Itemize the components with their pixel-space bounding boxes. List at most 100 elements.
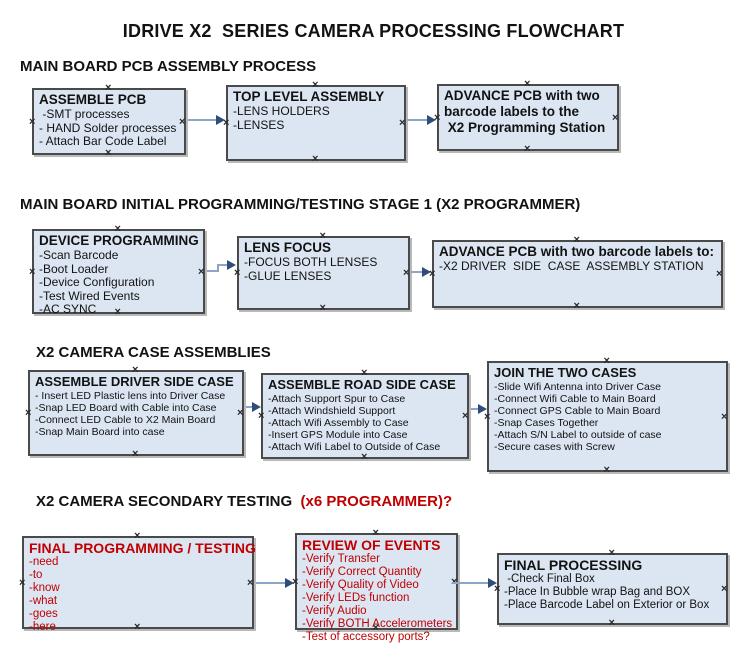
- box-item: -Boot Loader: [39, 261, 109, 276]
- box-items: - Insert LED Plastic lens into Driver Ca…: [35, 390, 237, 438]
- box-items: -Scan Barcode-Boot Loader-Device Configu…: [39, 248, 198, 317]
- box-item: -Verify Quality of Video: [302, 579, 419, 591]
- box-item: -GLUE LENSES: [244, 268, 332, 283]
- connector-line: [471, 408, 479, 410]
- connection-anchor-icon: [721, 585, 729, 593]
- connection-anchor-icon: [247, 579, 255, 587]
- flow-box-lens-focus: LENS FOCUS -FOCUS BOTH LENSES-GLUE LENSE…: [234, 232, 411, 312]
- box-item: -Verify LEDs function: [302, 592, 410, 604]
- box-item: -Check Final Box: [504, 573, 595, 585]
- flow-box-top-level-assembly: TOP LEVEL ASSEMBLY -LENS HOLDERS-LENSES: [223, 81, 407, 163]
- connection-anchor-icon: [320, 304, 328, 312]
- box-items: -X2 DRIVER SIDE CASE ASSEMBLY STATION: [439, 259, 716, 274]
- box-title: JOIN THE TWO CASES: [494, 365, 637, 380]
- box-item: -Attach Wifi Label to Outside of Case: [268, 441, 441, 453]
- connection-anchor-icon: [29, 118, 37, 126]
- box-title: ASSEMBLE DRIVER SIDE CASE: [35, 374, 234, 389]
- box-item: -Snap LED Board with Cable into Case: [35, 402, 217, 414]
- connection-anchor-icon: [524, 80, 532, 88]
- connection-anchor-icon: [361, 369, 369, 377]
- flow-box-join-the-two-cases: JOIN THE TWO CASES -Slide Wifi Antenna i…: [484, 357, 729, 474]
- section-header-secondary-testing: X2 CAMERA SECONDARY TESTING (x6 PROGRAMM…: [36, 493, 452, 510]
- box-item: - Insert LED Plastic lens into Driver Ca…: [35, 390, 226, 402]
- connection-anchor-icon: [29, 268, 37, 276]
- section-header-text: MAIN BOARD PCB ASSEMBLY PROCESS: [20, 58, 317, 75]
- connection-anchor-icon: [312, 81, 320, 89]
- box-item: - Attach Bar Code Label: [39, 134, 167, 148]
- arrowhead-icon: [252, 402, 261, 412]
- connection-anchor-icon: [604, 466, 612, 474]
- box-item: -LENS HOLDERS: [233, 104, 330, 118]
- box-item: -SMT processes: [39, 107, 130, 121]
- connection-anchor-icon: [19, 579, 27, 587]
- box-item: -Verify Correct Quantity: [302, 566, 422, 578]
- arrowhead-icon: [227, 260, 236, 270]
- box-item: - HAND Solder processes: [39, 120, 177, 135]
- connection-anchor-icon: [716, 270, 724, 278]
- arrowhead-icon: [216, 115, 225, 125]
- arrowhead-icon: [488, 578, 497, 588]
- connection-anchor-icon: [721, 413, 729, 421]
- box-items: -Check Final Box-Place In Bubble wrap Ba…: [504, 573, 721, 612]
- box-item: -Test of accessory ports?: [302, 631, 430, 643]
- box-items: -LENS HOLDERS-LENSES: [233, 104, 399, 132]
- connection-anchor-icon: [312, 155, 320, 163]
- box-title: ADVANCE PCB with two barcode labels to:: [439, 244, 715, 259]
- section-header-text: X2 CAMERA SECONDARY TESTING: [36, 493, 297, 510]
- connection-anchor-icon: [403, 269, 411, 277]
- connector-line: [256, 582, 286, 584]
- flow-box-final-processing: FINAL PROCESSING -Check Final Box-Place …: [494, 549, 729, 627]
- connection-anchor-icon: [373, 529, 381, 537]
- arrowhead-icon: [285, 578, 294, 588]
- box-title: ADVANCE PCB with two barcode labels to t…: [444, 88, 606, 135]
- section-header-pcb-assembly: MAIN BOARD PCB ASSEMBLY PROCESS: [20, 58, 316, 75]
- connection-anchor-icon: [134, 532, 142, 540]
- box-item: -what: [29, 595, 58, 607]
- box-item: -Verify Transfer: [302, 553, 380, 565]
- section-header-initial-programming: MAIN BOARD INITIAL PROGRAMMING/TESTING S…: [20, 196, 580, 213]
- box-item: -Connect LED Cable to X2 Main Board: [35, 414, 216, 426]
- box-item: -LENSES: [233, 117, 285, 132]
- box-item: -Connect GPS Cable to Main Board: [494, 405, 661, 417]
- connector-line: [407, 119, 428, 121]
- connection-anchor-icon: [399, 119, 407, 127]
- connection-anchor-icon: [609, 549, 617, 557]
- flow-box-assemble-road-side-case: ASSEMBLE ROAD SIDE CASE -Attach Support …: [258, 369, 469, 461]
- box-item: -Slide Wifi Antenna into Driver Case: [494, 381, 661, 393]
- box-item: -Snap Cases Together: [494, 417, 599, 429]
- box-items: -Slide Wifi Antenna into Driver Case -Con…: [494, 381, 721, 453]
- connection-anchor-icon: [320, 232, 328, 240]
- box-title: TOP LEVEL ASSEMBLY: [233, 89, 385, 104]
- connection-anchor-icon: [179, 118, 187, 126]
- connection-anchor-icon: [105, 149, 113, 157]
- connector-line: [246, 406, 254, 408]
- arrowhead-icon: [478, 404, 487, 414]
- page-title: IDRIVE X2 SERIES CAMERA PROCESSING FLOWC…: [122, 21, 625, 41]
- connection-anchor-icon: [115, 225, 123, 233]
- flow-box-advance-pcb-programming-station: ADVANCE PCB with two barcode labels to t…: [434, 80, 619, 153]
- box-title: LENS FOCUS: [244, 240, 332, 255]
- section-header-text: X2 CAMERA CASE ASSEMBLIES: [36, 344, 271, 361]
- box-item: -here: [29, 621, 56, 633]
- box-item: -Place In Bubble wrap Bag and BOX: [504, 586, 691, 598]
- box-item: -Attach Wifi Assembly to Case: [268, 417, 409, 429]
- box-item: -FOCUS BOTH LENSES: [244, 255, 378, 269]
- connection-anchor-icon: [132, 366, 140, 374]
- box-item: -Place Barcode Label on Exterior or Box: [504, 599, 710, 611]
- box-item: -X2 DRIVER SIDE CASE ASSEMBLY STATION: [439, 259, 704, 273]
- section-header-red-text: (x6 PROGRAMMER)?: [296, 493, 453, 510]
- box-item: -Attach Windshield Support: [268, 405, 396, 417]
- box-item: -know: [29, 582, 60, 594]
- flow-box-final-programming-testing: FINAL PROGRAMMING / TESTING -need-to-kno…: [19, 532, 256, 633]
- box-item: -need: [29, 556, 59, 568]
- box-item: -Attach Support Spur to Case: [268, 393, 406, 405]
- flow-box-device-programming: DEVICE PROGRAMMING -Scan Barcode-Boot Lo…: [29, 225, 206, 317]
- box-item: -Attach S/N Label to outside of case: [494, 429, 662, 441]
- box-title: ASSEMBLE PCB: [39, 92, 147, 107]
- connection-anchor-icon: [25, 409, 33, 417]
- box-title: FINAL PROCESSING: [504, 557, 643, 573]
- connection-anchor-icon: [198, 268, 206, 276]
- box-item: -to: [29, 569, 43, 581]
- connection-anchor-icon: [258, 412, 266, 420]
